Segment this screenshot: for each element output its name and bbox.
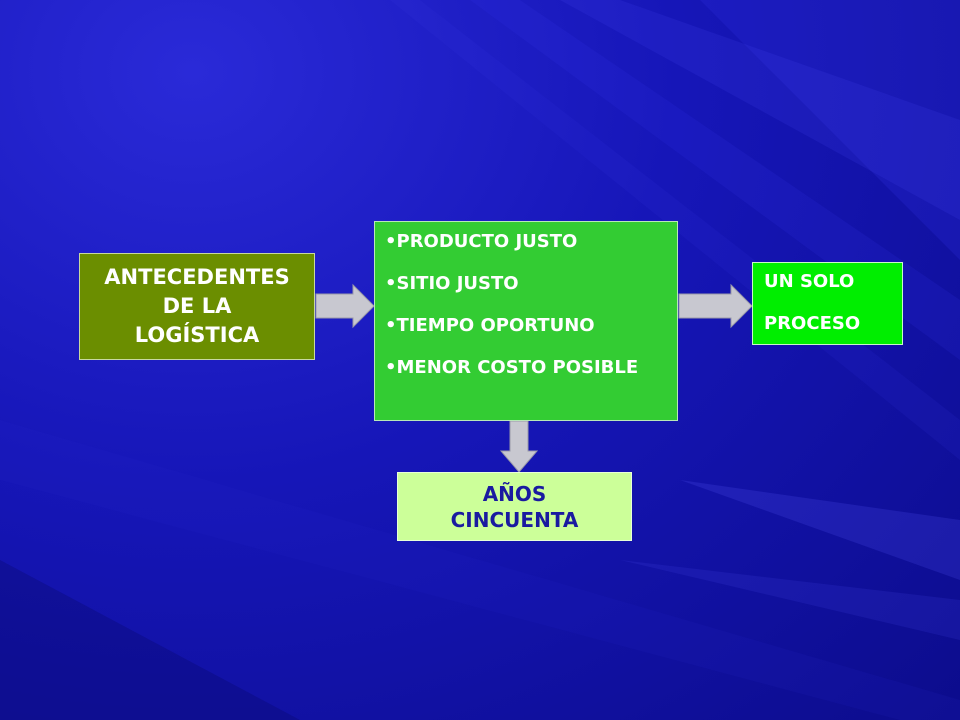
anos-line-2: CINCUENTA <box>450 508 579 532</box>
proceso-line-2: PROCESO <box>764 313 861 334</box>
requisito-item: •TIEMPO OPORTUNO <box>385 315 595 336</box>
requisito-item: •PRODUCTO JUSTO <box>385 231 578 252</box>
antecedentes-line-2: DE LA <box>162 294 232 318</box>
antecedentes-line-3: LOGÍSTICA <box>134 323 260 347</box>
antecedentes-line-1: ANTECEDENTES <box>104 265 290 289</box>
requisito-item: •MENOR COSTO POSIBLE <box>385 357 639 378</box>
requisito-item: •SITIO JUSTO <box>385 273 519 294</box>
proceso-line-1: UN SOLO <box>764 271 855 292</box>
proceso-box: UN SOLO PROCESO <box>752 262 903 345</box>
requisitos-box: •PRODUCTO JUSTO •SITIO JUSTO •TIEMPO OPO… <box>374 221 678 421</box>
anos-line-1: AÑOS <box>482 482 547 506</box>
anos-box: AÑOS CINCUENTA <box>397 472 632 541</box>
antecedentes-box: ANTECEDENTES DE LA LOGÍSTICA <box>79 253 315 360</box>
